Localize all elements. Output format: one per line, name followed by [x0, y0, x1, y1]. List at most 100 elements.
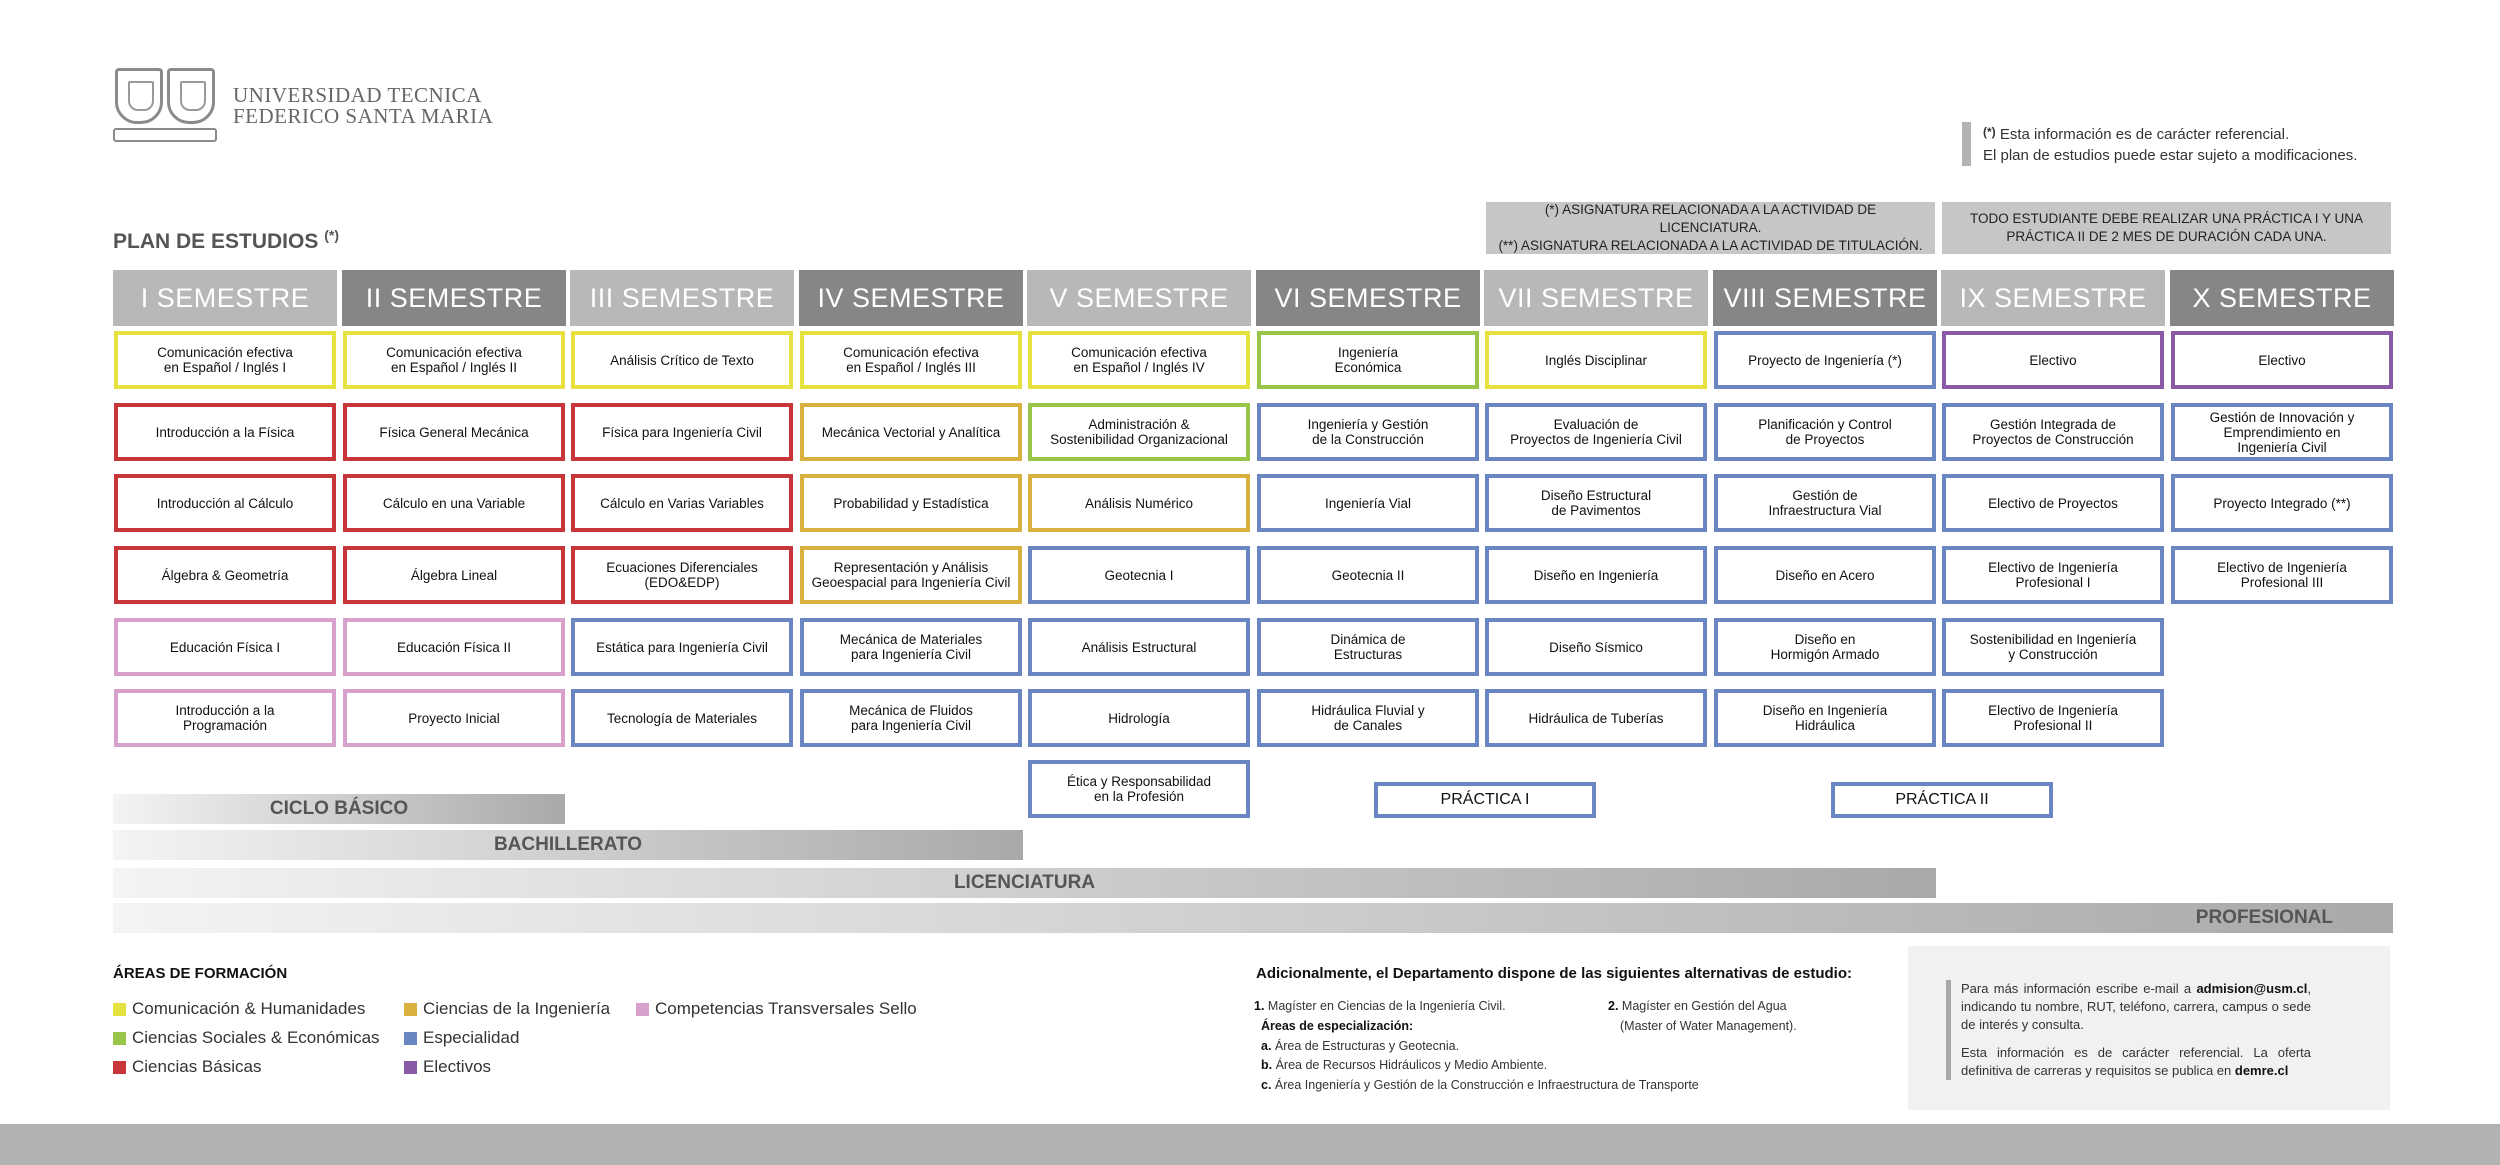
additional-text: (Master of Water Management). — [1620, 1019, 1797, 1033]
course-box: Sostenibilidad en Ingeniería y Construcc… — [1942, 618, 2164, 676]
course-box: Álgebra & Geometría — [114, 546, 336, 604]
course-box: Ingeniería y Gestión de la Construcción — [1257, 403, 1479, 461]
legend-item-electivos: Electivos — [404, 1057, 491, 1077]
cycle-licenciatura-bar: LICENCIATURA — [113, 868, 1936, 898]
semester-header: VII SEMESTRE — [1484, 270, 1708, 326]
legend-swatch — [113, 1060, 126, 1074]
reference-line1: Esta información es de carácter referenc… — [1999, 126, 2290, 143]
course-box: Comunicación efectiva en Español / Inglé… — [1028, 331, 1250, 389]
legend-label: Electivos — [423, 1057, 492, 1076]
course-box: Hidráulica Fluvial y de Canales — [1257, 689, 1479, 747]
additional-number: 1. — [1254, 999, 1265, 1013]
course-box: Estática para Ingeniería Civil — [571, 618, 793, 676]
course-box: Educación Física II — [343, 618, 565, 676]
course-box: Ingeniería Vial — [1257, 474, 1479, 532]
semester-header: VI SEMESTRE — [1256, 270, 1480, 326]
course-box: Introducción a la Física — [114, 403, 336, 461]
additional-areas-label: Áreas de especialización: — [1261, 1019, 1413, 1033]
plan-title-mark: (*) — [324, 227, 339, 243]
semester-header: IV SEMESTRE — [799, 270, 1023, 326]
plan-title-text: PLAN DE ESTUDIOS — [113, 230, 319, 253]
legend-swatch — [113, 1002, 126, 1016]
course-box: Análisis Numérico — [1028, 474, 1250, 532]
course-box: Proyecto de Ingeniería (*) — [1714, 331, 1936, 389]
course-box: Inglés Disciplinar — [1485, 331, 1707, 389]
course-box: Cálculo en Varias Variables — [571, 474, 793, 532]
course-box: Física General Mecánica — [343, 403, 565, 461]
legend-label: Especialidad — [423, 1028, 520, 1047]
reference-note: (*) Esta información es de carácter refe… — [1962, 122, 2357, 166]
demre-link[interactable]: demre.cl — [2234, 1063, 2289, 1078]
course-box: Ingeniería Económica — [1257, 331, 1479, 389]
course-box: Proyecto Inicial — [343, 689, 565, 747]
course-box: Hidráulica de Tuberías — [1485, 689, 1707, 747]
course-box: Diseño en Acero — [1714, 546, 1936, 604]
university-crest-icon — [113, 66, 217, 146]
semester-header: VIII SEMESTRE — [1713, 270, 1937, 326]
info-text-part: Esta información es de carácter referenc… — [1961, 1045, 2311, 1078]
legend-item-especialidad: Especialidad — [404, 1028, 519, 1048]
cycle-bachillerato-bar: BACHILLERATO — [113, 830, 1023, 860]
course-box: Electivo — [2171, 331, 2393, 389]
reference-mark: (*) — [1983, 125, 1996, 139]
additional-area-a: a. Área de Estructuras y Geotecnia. — [1261, 1039, 1459, 1053]
course-box: Probabilidad y Estadística — [800, 474, 1022, 532]
course-box: Comunicación efectiva en Español / Inglé… — [343, 331, 565, 389]
semester-header: V SEMESTRE — [1027, 270, 1251, 326]
course-box: Álgebra Lineal — [343, 546, 565, 604]
course-box: Mecánica Vectorial y Analítica — [800, 403, 1022, 461]
course-box: Geotecnia I — [1028, 546, 1250, 604]
course-box: Física para Ingeniería Civil — [571, 403, 793, 461]
additional-item-1: 1. Magíster en Ciencias de la Ingeniería… — [1254, 999, 1506, 1013]
legend-swatch — [636, 1002, 649, 1016]
page-title: PLAN DE ESTUDIOS (*) — [113, 227, 339, 254]
cycle-basico-bar: CICLO BÁSICO — [113, 794, 565, 824]
info-text: Para más información escribe e-mail a ad… — [1946, 980, 2311, 1080]
notice-practicas: TODO ESTUDIANTE DEBE REALIZAR UNA PRÁCTI… — [1942, 202, 2391, 254]
course-box: Gestión de Infraestructura Vial — [1714, 474, 1936, 532]
course-box: Hidrología — [1028, 689, 1250, 747]
course-box: Mecánica de Fluidos para Ingeniería Civi… — [800, 689, 1022, 747]
course-box: Proyecto Integrado (**) — [2171, 474, 2393, 532]
legend-swatch — [404, 1002, 417, 1016]
course-box: Gestión de Innovación y Emprendimiento e… — [2171, 403, 2393, 461]
info-text-part: , indicando tu nombre, RUT, teléfono, ca… — [1961, 981, 2311, 1032]
practica-ii-box: PRÁCTICA II — [1831, 782, 2053, 818]
footer-bar — [0, 1124, 2500, 1165]
course-box: Dinámica de Estructuras — [1257, 618, 1479, 676]
university-logo: UNIVERSIDAD TECNICA FEDERICO SANTA MARIA — [113, 66, 493, 146]
area-text: Área de Estructuras y Geotecnia. — [1274, 1039, 1460, 1053]
course-box: Electivo — [1942, 331, 2164, 389]
course-box: Análisis Crítico de Texto — [571, 331, 793, 389]
legend-title: ÁREAS DE FORMACIÓN — [113, 965, 288, 982]
semester-header: III SEMESTRE — [570, 270, 794, 326]
legend-swatch — [404, 1060, 417, 1074]
reference-line2: El plan de estudios puede estar sujeto a… — [1983, 147, 2358, 164]
legend-item-comunicacion: Comunicación & Humanidades — [113, 999, 365, 1019]
legend-label: Ciencias Básicas — [132, 1057, 262, 1076]
course-box: Ética y Responsabilidad en la Profesión — [1028, 760, 1250, 818]
cycle-profesional-bar: PROFESIONAL — [113, 903, 2393, 933]
legend-swatch — [113, 1031, 126, 1045]
info-text-part: Para más información escribe e-mail a — [1961, 981, 2197, 996]
semester-header: X SEMESTRE — [2170, 270, 2394, 326]
additional-text: Magíster en Gestión del Agua — [1621, 999, 1787, 1013]
course-box: Diseño Estructural de Pavimentos — [1485, 474, 1707, 532]
contact-email-link[interactable]: admision@usm.cl — [2196, 981, 2308, 996]
additional-number: 2. — [1608, 999, 1619, 1013]
legend-item-sello: Competencias Transversales Sello — [636, 999, 917, 1019]
course-box: Electivo de Ingeniería Profesional I — [1942, 546, 2164, 604]
legend-swatch — [404, 1031, 417, 1045]
additional-title: Adicionalmente, el Departamento dispone … — [1256, 965, 1852, 982]
course-box: Análisis Estructural — [1028, 618, 1250, 676]
semester-header: II SEMESTRE — [342, 270, 566, 326]
course-box: Evaluación de Proyectos de Ingeniería Ci… — [1485, 403, 1707, 461]
area-letter: b. — [1261, 1058, 1273, 1072]
semester-header: I SEMESTRE — [113, 270, 337, 326]
area-text: Área de Recursos Hidráulicos y Medio Amb… — [1275, 1058, 1548, 1072]
area-text: Área Ingeniería y Gestión de la Construc… — [1274, 1078, 1699, 1092]
course-box: Cálculo en una Variable — [343, 474, 565, 532]
additional-area-b: b. Área de Recursos Hidráulicos y Medio … — [1261, 1058, 1547, 1072]
info-box — [1908, 946, 2390, 1110]
legend-item-ingenieria: Ciencias de la Ingeniería — [404, 999, 610, 1019]
